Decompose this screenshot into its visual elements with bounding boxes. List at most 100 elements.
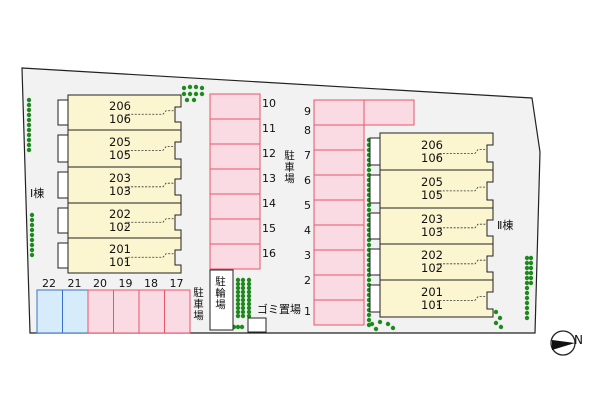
parking-space	[313, 99, 365, 126]
parking-label-bottom: 駐車場	[192, 287, 204, 322]
parking-space	[313, 249, 365, 276]
garbage-area-label: ゴミ置場	[257, 303, 301, 316]
building-1-label: Ⅰ棟	[30, 187, 45, 200]
parking-number: 10	[262, 97, 276, 110]
parking-space	[313, 199, 365, 226]
parking-number: 22	[42, 277, 56, 290]
tree-icon	[524, 315, 530, 321]
tree-icon	[235, 301, 241, 307]
tree-icon	[235, 277, 241, 283]
parking-number: 17	[169, 277, 184, 290]
tree-icon	[528, 270, 534, 276]
building1-unit-lower: 102	[109, 219, 131, 234]
parking-space	[313, 274, 365, 301]
tree-icon	[26, 147, 32, 153]
parking-space	[164, 289, 191, 334]
tree-icon	[26, 107, 32, 113]
tree-icon	[199, 91, 205, 97]
tree-icon	[524, 305, 530, 311]
tree-icon	[235, 305, 241, 311]
tree-icon	[240, 281, 246, 287]
parking-number: 12	[262, 147, 276, 160]
tree-icon	[181, 85, 187, 91]
tree-icon	[240, 313, 246, 319]
building1-unit-lower: 106	[109, 111, 131, 126]
tree-icon	[26, 102, 32, 108]
tree-icon	[524, 310, 530, 316]
bicycle-parking-label: 駐輪場	[214, 276, 226, 311]
tree-icon	[26, 112, 32, 118]
tree-icon	[524, 275, 530, 281]
tree-icon	[187, 91, 193, 97]
unit-divider-line	[125, 182, 175, 193]
tree-icon	[246, 277, 252, 283]
parking-space	[113, 289, 140, 334]
building2-unit-lower: 105	[421, 188, 443, 202]
building2-unit-lower: 101	[421, 297, 443, 312]
parking-number: 7	[304, 149, 311, 162]
parking-number: 16	[262, 247, 276, 260]
parking-space	[138, 289, 165, 334]
tree-icon	[366, 207, 372, 213]
unit-divider-line	[125, 110, 175, 120]
tree-icon	[390, 325, 396, 331]
building1-unit-upper: 201	[109, 241, 131, 256]
tree-icon	[29, 237, 35, 243]
balcony	[369, 284, 381, 313]
tree-icon	[26, 127, 32, 133]
tree-icon	[193, 84, 199, 90]
tree-icon	[240, 289, 246, 295]
balcony	[57, 242, 69, 269]
building2-unit-upper: 201	[421, 284, 443, 299]
balcony	[57, 99, 69, 126]
tree-icon	[235, 313, 241, 319]
tree-icon	[493, 309, 499, 315]
parking-space	[363, 99, 415, 126]
tree-icon	[524, 300, 530, 306]
bicycle-parking	[209, 269, 234, 331]
tree-icon	[26, 97, 32, 103]
building2-unit-upper: 202	[421, 248, 443, 262]
parking-space	[209, 218, 261, 245]
accessible-parking-space	[36, 289, 63, 334]
tree-icon	[377, 319, 383, 325]
compass-needle-icon	[552, 340, 575, 350]
building2-unit-lower: 106	[421, 150, 443, 165]
tree-icon	[29, 252, 35, 258]
unit-divider-line	[437, 296, 487, 306]
parking-space	[209, 243, 261, 270]
parking-number: 5	[304, 199, 311, 212]
unit-divider-line	[437, 259, 487, 270]
parking-number: 6	[304, 174, 311, 187]
tree-icon	[366, 312, 372, 318]
tree-icon	[524, 265, 530, 271]
tree-icon	[239, 324, 245, 330]
tree-icon	[246, 293, 252, 299]
parking-number: 19	[118, 277, 133, 290]
building1-unit-upper: 203	[109, 171, 131, 185]
parking-number: 20	[93, 277, 107, 290]
building1-unit-upper: 202	[109, 206, 131, 221]
tree-icon	[235, 324, 241, 330]
parking-space	[313, 124, 365, 151]
tree-icon	[240, 309, 246, 315]
unit-divider-line	[437, 223, 487, 234]
tree-icon	[235, 297, 241, 303]
parking-space	[209, 143, 261, 170]
tree-icon	[240, 293, 246, 299]
parking-number: 18	[144, 277, 158, 290]
parking-number: 21	[67, 277, 82, 290]
building1-unit-lower: 103	[109, 184, 131, 198]
parking-space	[87, 289, 114, 334]
tree-icon	[240, 285, 246, 291]
tree-icon	[524, 290, 530, 296]
parking-number: 1	[304, 305, 311, 318]
balcony	[369, 137, 381, 166]
tree-icon	[29, 242, 35, 248]
tree-icon	[235, 289, 241, 295]
tree-icon	[524, 280, 530, 286]
tree-icon	[181, 91, 187, 97]
tree-icon	[235, 293, 241, 299]
tree-icon	[246, 281, 252, 287]
